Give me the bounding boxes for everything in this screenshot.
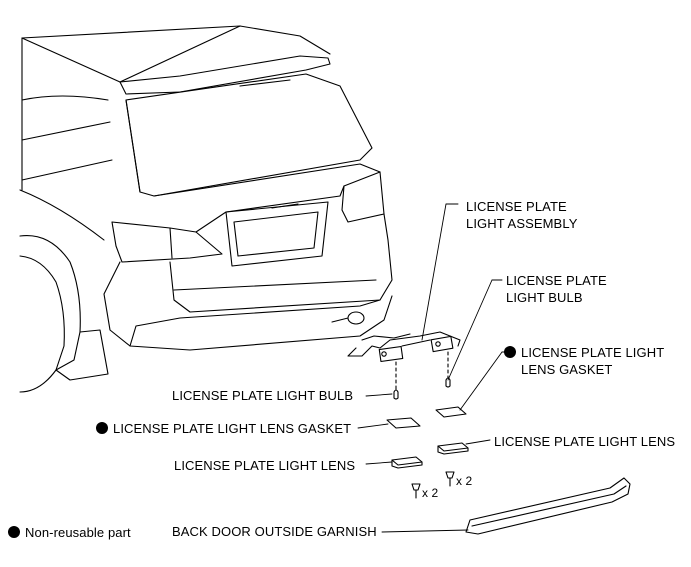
label-assembly-line1: LICENSE PLATE: [466, 199, 567, 214]
label-bulb-right-line1: LICENSE PLATE: [506, 273, 607, 288]
leader-lines: [357, 203, 513, 533]
label-bulb-left: LICENSE PLATE LIGHT BULB: [172, 388, 354, 403]
label-bulb-right-line2: LIGHT BULB: [506, 290, 583, 305]
assembly-guides: [395, 351, 449, 391]
label-screw-right-qty: x 2: [456, 474, 473, 488]
lenses: [391, 442, 469, 469]
legend-non-reusable: Non-reusable part: [8, 525, 131, 541]
light-bulb-parts: [393, 377, 451, 400]
label-gasket-right-line2: LENS GASKET: [521, 362, 613, 377]
label-gasket-left-text: LICENSE PLATE LIGHT LENS GASKET: [113, 421, 352, 436]
license-plate-light-assembly: [347, 331, 461, 363]
label-lens-left: LICENSE PLATE LIGHT LENS: [174, 458, 356, 473]
label-gasket-right-line1: LICENSE PLATE LIGHT: [504, 345, 664, 361]
legend-non-reusable-text: Non-reusable part: [25, 525, 131, 540]
screws: [411, 471, 455, 499]
label-gasket-right-text: LICENSE PLATE LIGHT: [521, 345, 665, 360]
back-door-garnish: [465, 477, 631, 535]
lens-gaskets: [386, 406, 467, 429]
non-reusable-marker-icon: [504, 346, 516, 358]
label-gasket-left: LICENSE PLATE LIGHT LENS GASKET: [96, 421, 351, 437]
filled-circle-icon: [8, 526, 20, 538]
label-lens-right: LICENSE PLATE LIGHT LENS: [494, 434, 676, 449]
label-garnish: BACK DOOR OUTSIDE GARNISH: [172, 524, 377, 539]
vehicle-drawing: [19, 25, 393, 393]
label-screw-left-qty: x 2: [422, 486, 439, 500]
label-assembly-line2: LIGHT ASSEMBLY: [466, 216, 578, 231]
non-reusable-marker-icon: [96, 422, 108, 434]
